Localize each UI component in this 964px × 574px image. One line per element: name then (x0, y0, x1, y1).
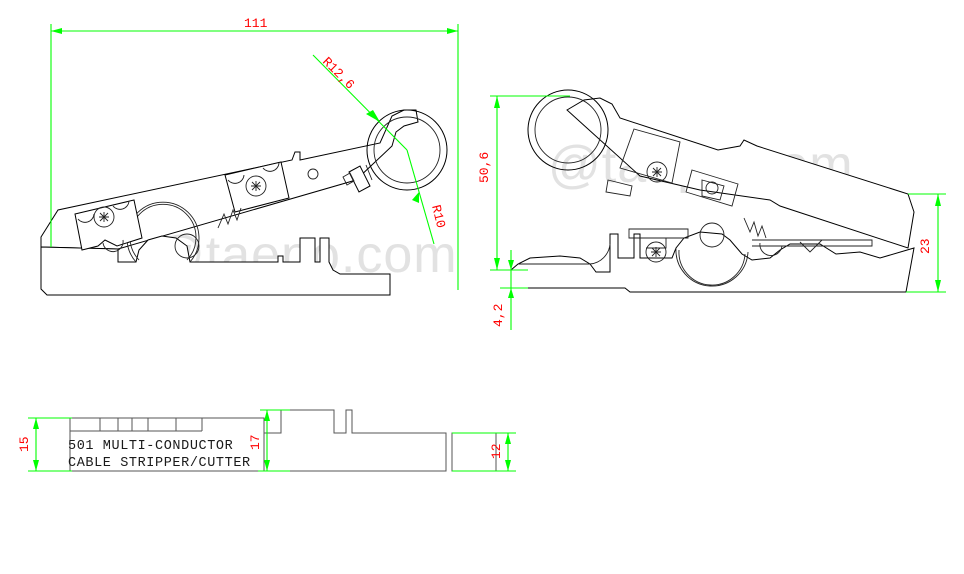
front-left-blade-notch-c (102, 239, 124, 252)
leader-r126 (312, 54, 408, 151)
front-left-screw-head (93, 206, 115, 228)
front-latch-pin (365, 164, 373, 181)
dim-label-12: 12 (489, 443, 504, 459)
arrow-b-42 (508, 288, 514, 298)
front-ring-inner (373, 116, 441, 184)
side-ring-inner (534, 96, 602, 164)
bottom-label-line-1: 501 MULTI-CONDUCTOR (68, 439, 233, 454)
side-screw-body (646, 237, 667, 249)
side-pivot-pin (699, 222, 725, 248)
side-spring (743, 217, 767, 239)
arrow-a-42 (508, 260, 514, 270)
front-latch-tab (348, 165, 371, 193)
arrow-left-111 (51, 28, 62, 34)
arrow-bottom-12 (505, 460, 511, 471)
front-latch-stub (342, 172, 355, 186)
side-ring-outer (527, 89, 609, 171)
front-right-screw-slot (251, 181, 261, 191)
bottom-middle-block (263, 409, 447, 472)
front-right-blade-notch-b (262, 162, 280, 172)
front-left-blade-notch-a (77, 213, 95, 223)
bottom-label-line-2: CABLE STRIPPER/CUTTER (68, 456, 251, 471)
front-left-screw-slot (99, 212, 109, 222)
side-block-hole (705, 181, 719, 195)
arrow-bottom-506 (494, 258, 500, 270)
dim-label-r126: R12,6 (319, 54, 357, 92)
leader-r10 (406, 149, 435, 245)
front-right-screw-head (245, 175, 267, 197)
side-flange (605, 179, 633, 197)
front-spring (217, 207, 242, 229)
arrow-bottom-23 (935, 280, 941, 292)
front-view-geometry (40, 109, 448, 296)
arrow-top-12 (505, 433, 511, 444)
side-foot-curve (518, 243, 611, 265)
side-upper-screw-block (619, 128, 681, 184)
dim-label-17: 17 (248, 434, 263, 450)
side-cutter-recess-arc-inner (678, 249, 746, 286)
side-blade-notch-b (799, 239, 823, 253)
side-blade-edge (752, 239, 873, 247)
side-view-dimensions: 50,6 4,2 23 (477, 95, 946, 330)
side-screw-slot-upper (652, 167, 662, 177)
side-hole-block (685, 169, 739, 207)
side-screw-slot-lower (651, 247, 661, 257)
arrow-top-23 (935, 194, 941, 206)
side-screw-head-upper (646, 161, 668, 183)
arrow-top-15 (33, 418, 39, 429)
arrow-right-111 (447, 28, 458, 34)
arrow-top-17 (264, 410, 270, 421)
arrow-r126 (366, 110, 380, 122)
bottom-middle-divider (445, 433, 453, 471)
dim-label-15: 15 (17, 436, 32, 452)
arrow-top-506 (494, 96, 500, 108)
front-left-blade-block (74, 199, 143, 251)
front-arm-hole (307, 168, 319, 180)
bottom-notch-strip (70, 418, 203, 432)
dim-label-r10: R10 (428, 203, 448, 229)
front-ring-outer (366, 109, 448, 191)
dim-label-23: 23 (918, 238, 933, 254)
arrow-r10 (412, 192, 419, 203)
bottom-view-dimensions: 15 17 12 (17, 409, 516, 472)
side-view-geometry (510, 89, 915, 293)
front-pivot-pin (174, 233, 200, 259)
front-right-blade-notch-a (227, 174, 245, 184)
bottom-view-geometry: 501 MULTI-CONDUCTOR CABLE STRIPPER/CUTTE… (68, 409, 497, 472)
side-cutter-recess-arc (675, 247, 749, 287)
dim-label-42: 4,2 (491, 304, 506, 327)
dim-label-111: 111 (244, 16, 268, 31)
side-lower-body (510, 231, 915, 293)
arrow-bottom-15 (33, 460, 39, 471)
dim-label-506: 50,6 (477, 152, 492, 183)
front-lower-body (40, 235, 391, 296)
side-blade-notch-a (759, 242, 783, 257)
side-lower-screw-collar (628, 228, 689, 239)
side-screw-head-lower (645, 241, 667, 263)
side-upper-arm (566, 97, 915, 249)
arrow-bottom-17 (264, 460, 270, 471)
front-left-blade-notch-b (112, 200, 130, 210)
side-block-hole-frame (701, 179, 725, 201)
